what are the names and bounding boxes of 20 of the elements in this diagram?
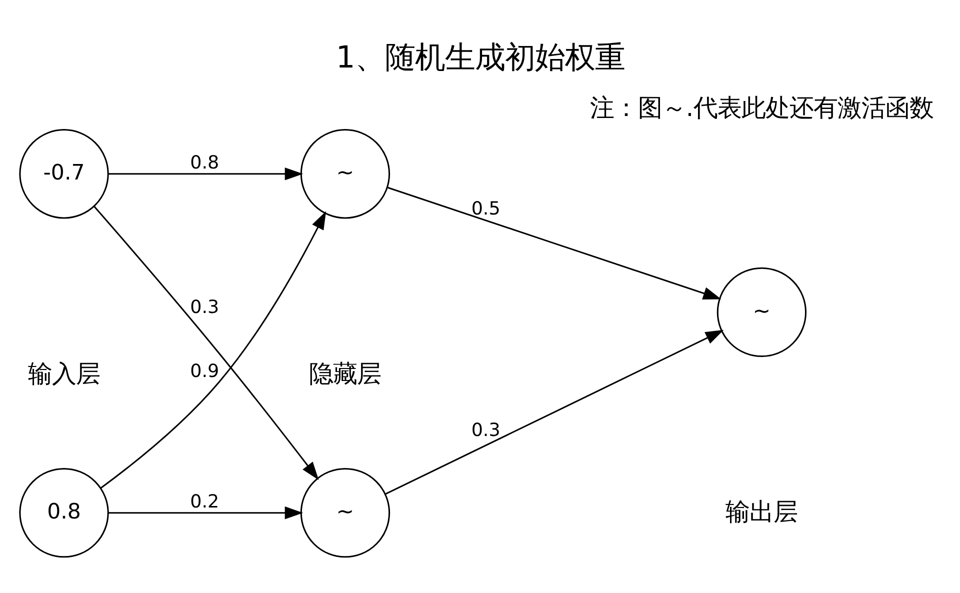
label: 输入层	[28, 358, 100, 388]
node-circle: ~	[300, 128, 390, 218]
node-circle: ~	[716, 266, 806, 357]
arrow	[108, 166, 303, 180]
node-circle: -0.7	[18, 128, 108, 218]
edge-label: 0.9	[190, 360, 219, 382]
node-circle: 0.8	[18, 468, 108, 558]
edge-label: 0.3	[190, 296, 219, 318]
edge-label: 0.5	[470, 198, 500, 219]
edge-label: 0.8	[190, 152, 219, 174]
edge-label: 0.2	[190, 491, 219, 512]
node-circle: ~	[300, 468, 390, 558]
arrow	[387, 186, 721, 299]
arrow	[384, 329, 724, 494]
diagram-title: 1、随机生成初始权重	[335, 40, 625, 75]
label: 注：图～.代表此处还有激活函数	[589, 92, 934, 122]
edge-label: 0.3	[470, 420, 500, 441]
arrow	[108, 506, 303, 519]
label: 输出层	[725, 496, 798, 526]
label: 隐藏层	[308, 358, 381, 388]
